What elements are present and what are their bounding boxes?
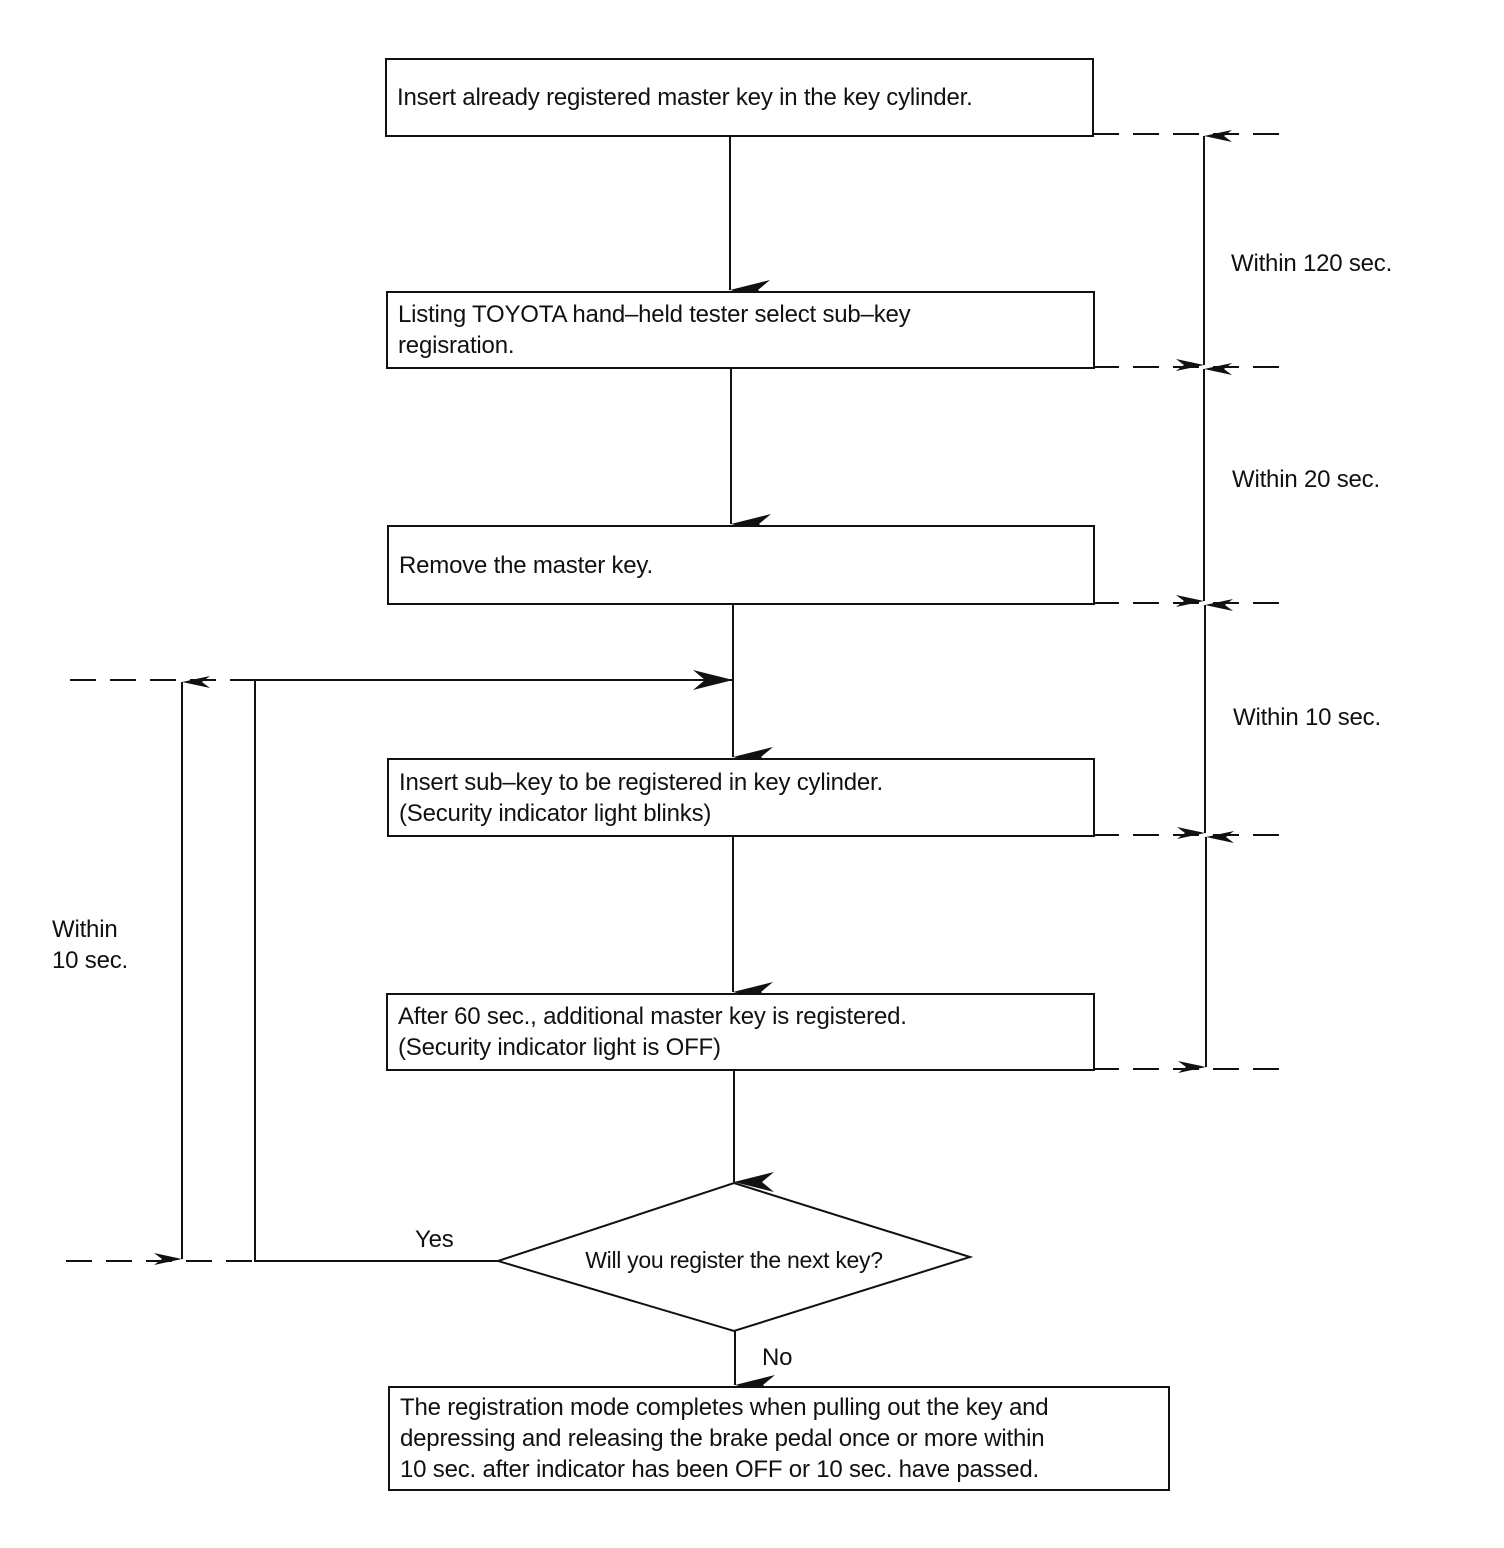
step-remove-master-key: Remove the master key.	[387, 525, 1095, 605]
decision-no-label: No	[762, 1344, 793, 1371]
yes-loop-line	[254, 680, 498, 1262]
final-step-registration-complete: The registration mode completes when pul…	[388, 1386, 1170, 1491]
final-step-text: 10 sec. after indicator has been OFF or …	[400, 1456, 1040, 1483]
step-text: regisration.	[398, 332, 515, 359]
timing-label-120-sec: Within 120 sec.	[1231, 250, 1393, 277]
final-step-text: depressing and releasing the brake pedal…	[400, 1425, 1045, 1452]
timing-label-10-sec-right: Within 10 sec.	[1233, 704, 1381, 731]
decision-yes-label: Yes	[415, 1226, 454, 1253]
step-select-sub-key-registration: Listing TOYOTA hand–held tester select s…	[386, 291, 1095, 369]
final-step-text: The registration mode completes when pul…	[400, 1394, 1049, 1421]
step-additional-master-key-registered: After 60 sec., additional master key is …	[386, 993, 1095, 1071]
timing-label-10-sec-left: Within 10 sec.	[52, 914, 128, 976]
step-text: Listing TOYOTA hand–held tester select s…	[398, 301, 911, 328]
timing-label-line: Within	[52, 916, 118, 943]
step-text: After 60 sec., additional master key is …	[398, 1003, 907, 1030]
timing-label-20-sec: Within 20 sec.	[1232, 466, 1380, 493]
timing-label-line: 10 sec.	[52, 947, 128, 974]
step-text: (Security indicator light is OFF)	[398, 1034, 721, 1061]
decision-diamond	[494, 1181, 974, 1333]
step-text: Insert sub–key to be registered in key c…	[399, 768, 883, 796]
step-insert-master-key: Insert already registered master key in …	[385, 58, 1094, 137]
step-insert-sub-key: Insert sub–key to be registered in key c…	[387, 758, 1095, 837]
decision-question: Will you register the next key?	[585, 1247, 883, 1273]
step-text: Remove the master key.	[399, 551, 653, 579]
step-text: (Security indicator light blinks)	[399, 799, 712, 827]
step-text: Insert already registered master key in …	[397, 84, 973, 111]
